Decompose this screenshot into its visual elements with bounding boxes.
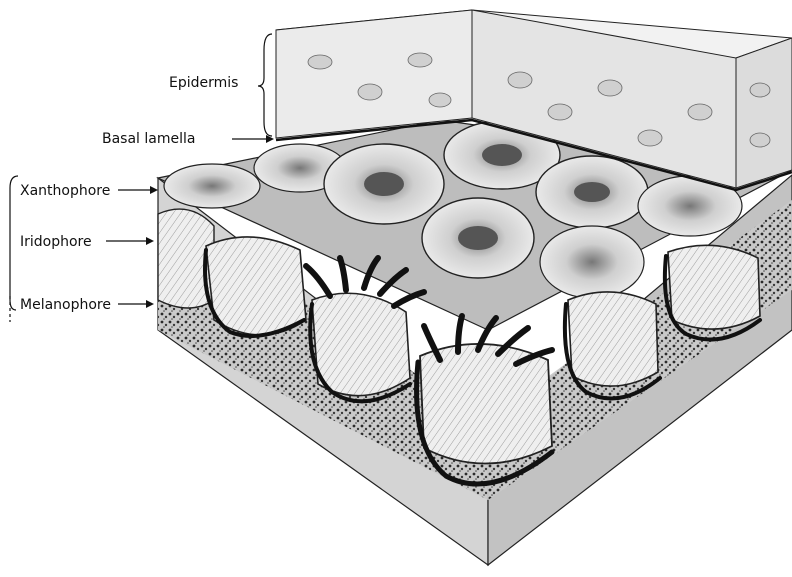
epidermis-right [736,38,792,188]
xanthophore-cell [422,198,534,278]
label-epidermis: Epidermis [169,75,238,91]
label-xanthophore: Xanthophore [20,183,110,199]
xanthophore-arrowhead [150,186,158,194]
melanophore-arrowhead [146,300,154,308]
label-iridophore: Iridophore [20,234,92,250]
iridophore-cell [668,245,760,329]
label-basal-lamella: Basal lamella [102,131,195,147]
dermis-bracket [10,176,18,310]
xanthophore-cell [164,164,260,208]
xanthophore-cell [536,156,648,228]
xanthophore-cell [540,226,644,298]
epidermis-bracket [258,34,272,136]
epidermis-front [276,10,472,138]
iridophore-cell [206,237,306,335]
label-melanophore: Melanophore [20,297,111,313]
xanthophore-cell [324,144,444,224]
iridophore-cell [568,292,658,386]
iridophore-arrowhead [146,237,154,245]
